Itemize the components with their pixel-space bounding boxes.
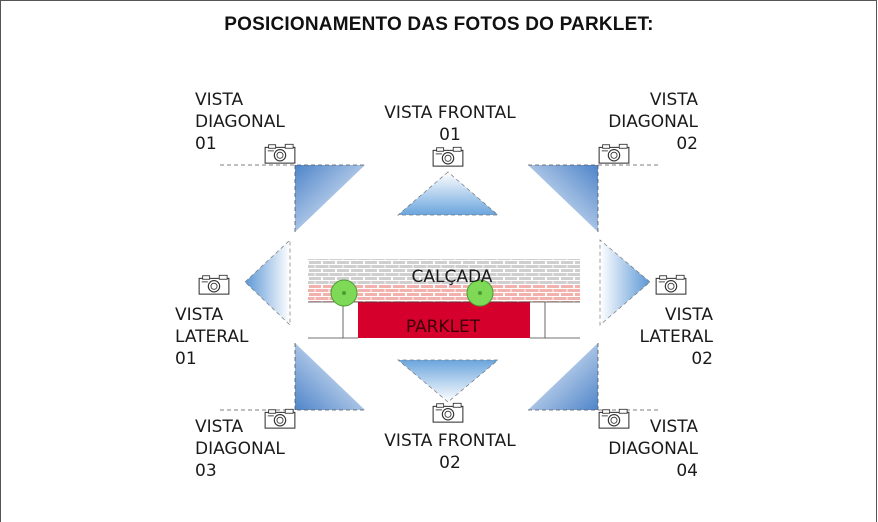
curb-strip	[308, 285, 580, 302]
sidewalk	[308, 259, 580, 285]
cone-diagonal-04	[528, 343, 660, 411]
parklet-label: PARKLET	[406, 317, 481, 337]
cone-lateral-02	[599, 239, 651, 326]
camera-icon	[655, 274, 687, 295]
cone-diagonal-01	[220, 164, 365, 232]
tree-icon	[330, 279, 358, 307]
camera-icon	[432, 146, 464, 167]
site-plan: CALÇADA PARKLET	[308, 259, 580, 339]
tree-icon	[466, 279, 494, 307]
cone-lateral-01	[244, 239, 291, 326]
camera-icon	[432, 402, 464, 423]
camera-icon	[198, 274, 230, 295]
page-title: POSICIONAMENTO DAS FOTOS DO PARKLET:	[224, 14, 654, 35]
sidewalk-label: CALÇADA	[412, 267, 493, 287]
cone-frontal-01	[397, 171, 499, 216]
cone-frontal-02	[397, 359, 499, 403]
parklet-deck	[358, 302, 530, 338]
cone-diagonal-02	[528, 164, 660, 232]
